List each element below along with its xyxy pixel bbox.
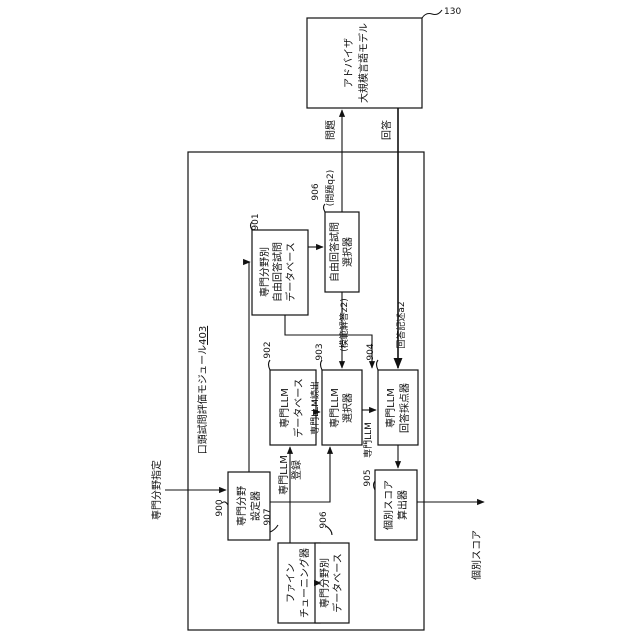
answer-desc-label: 回答記述a2 [395,301,407,348]
llm-scorer-box [378,370,418,445]
free-selector-line-2: 選択器 [341,237,354,267]
llm-register-label-2: 登録 [290,460,303,480]
ref-906-db: 906 [319,511,329,528]
ref-130: 130 [444,7,461,17]
ref-leader-902 [269,360,271,370]
llm-label: 専門LLM [362,422,374,458]
ref-905: 905 [363,469,373,486]
ref-leader-906a [324,204,326,212]
svg-text:口頭試問評価モジュール403: 口頭試問評価モジュール403 [196,326,209,454]
field-data-db-line-2: データベース [331,553,344,613]
llm-register-label-1: 専門LLM [278,455,290,495]
module-label-text: 口頭試問評価モジュール [196,345,209,454]
model-answer-label: (模範解答z2) [338,298,350,351]
ref-907: 907 [263,508,273,525]
llm-selector-line-1: 専門LLM [329,388,341,428]
ref-904: 904 [366,343,376,360]
module-label-ref: 403 [198,326,209,345]
advisor-llm-label-1: アドバイザ [343,38,355,88]
scorer-line-2: 回答採点器 [398,383,411,433]
field-db-line-1: 専門分野別 [259,247,271,297]
ref-900: 900 [215,499,225,516]
llm-db-line-2: データベース [292,378,305,438]
scorer-line-1: 専門LLM [385,388,397,428]
field-db-line-3: データベース [284,242,297,302]
field-setter-line-2: 設定器 [249,491,262,521]
question-label: 問題 [325,120,337,140]
field-spec-label: 専門分野指定 [150,460,163,520]
advisor-llm-label-2: 大規模言語モデル [357,23,370,103]
finetuner-line-1: ファイン [286,563,297,603]
individual-score-label: 個別スコア [470,530,483,580]
finetuner-box [278,543,320,623]
llm-selector-line-2: 選択器 [341,393,354,423]
score-calculator-box [375,470,417,540]
ref-901: 901 [251,213,261,230]
setter-to-field-db-line [249,262,250,472]
free-selector-line-1: 自由回答試問 [328,222,341,282]
field-db-to-scorer-line [285,315,372,368]
ref-906-selector: 906 [311,183,321,200]
llm-db-line-1: 専門LLM [279,388,291,428]
ref-902: 902 [263,341,273,358]
answer-label: 回答 [380,120,393,140]
field-setter-box [228,472,270,540]
field-db-line-2: 自由回答試問 [271,242,284,302]
llm-selector-box [322,370,362,445]
finetuner-line-2: チューニング器 [298,548,311,618]
llm-db-box [270,370,316,445]
field-setter-line-1: 専門分野 [236,486,248,526]
ref-903: 903 [315,343,325,360]
score-calc-line-2: 算出器 [396,490,409,520]
question-q2-label: (問題q2) [325,170,336,206]
module-label: 口頭試問評価モジュール403 [196,326,209,454]
score-calc-line-1: 個別スコア [382,480,395,530]
ref-leader-130 [422,10,442,18]
ref-leader-904 [377,360,379,370]
llm-read-label: 専門LLM読出 [309,381,321,435]
